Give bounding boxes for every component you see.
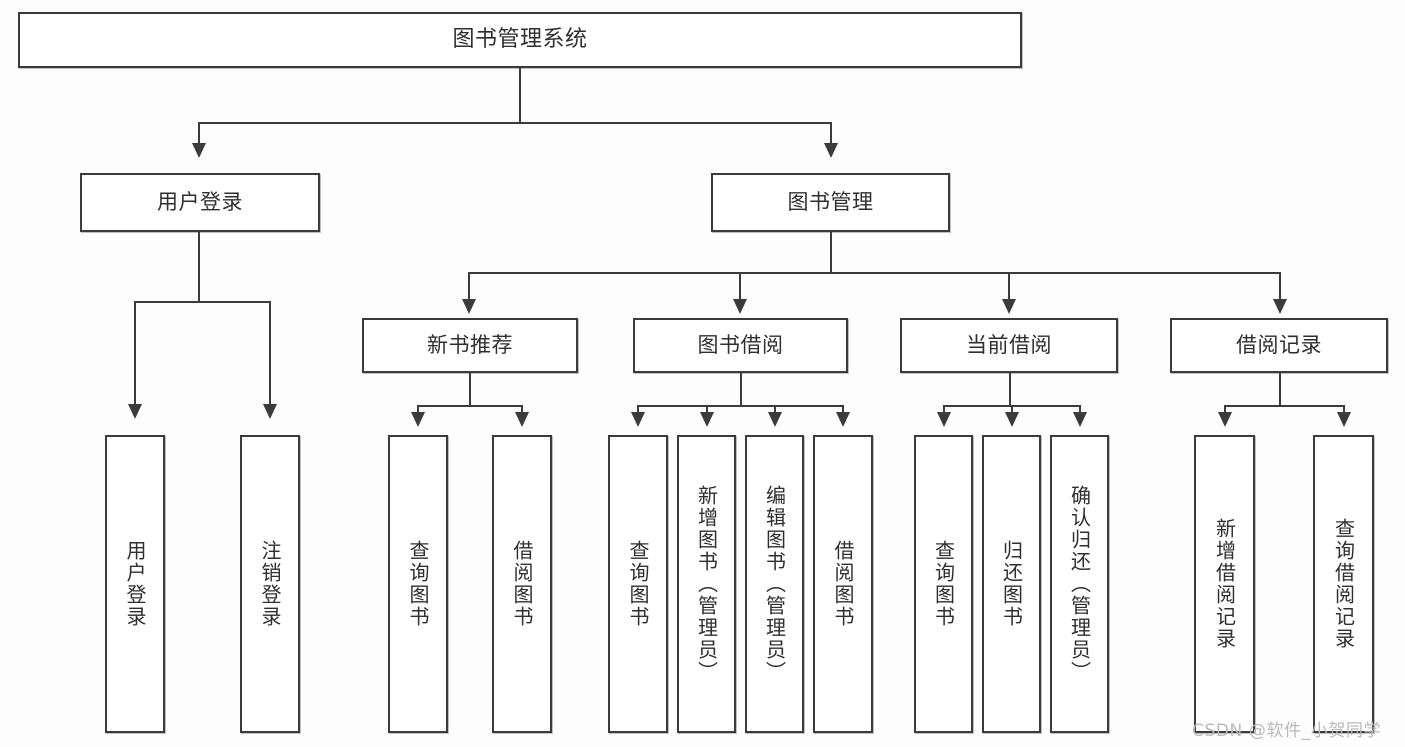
- connector-bm-drop-3: [1008, 272, 1010, 300]
- leaf-logout[interactable]: 注销登录: [240, 435, 300, 733]
- arrowhead-to-book-borrow: [733, 299, 747, 314]
- node-label: 新增借阅记录: [1212, 518, 1237, 650]
- leaf-bb-query-book[interactable]: 查询图书: [608, 435, 668, 733]
- connector-root-stem: [519, 68, 521, 123]
- connector-book-manage-stem: [830, 232, 832, 273]
- leaf-cb-confirm-return[interactable]: 确认归还（管理员）: [1050, 435, 1109, 733]
- arrowhead-to-leaf-br-2: [1337, 412, 1351, 427]
- arrowhead-to-leaf-br-1: [1218, 412, 1232, 427]
- node-label: 新增图书（管理员）: [694, 485, 719, 683]
- arrowhead-to-leaf-cb-3: [1073, 412, 1087, 427]
- connector-br-drop-1: [1224, 405, 1226, 413]
- leaf-br-query-record[interactable]: 查询借阅记录: [1313, 435, 1374, 733]
- node-label: 查询借阅记录: [1331, 518, 1356, 650]
- node-label: 归还图书: [999, 540, 1024, 628]
- connector-bm-drop-1: [468, 272, 470, 300]
- leaf-user-login[interactable]: 用户登录: [105, 435, 165, 733]
- connector-bb-drop-3: [774, 405, 776, 413]
- connector-nbr-drop-1: [417, 405, 419, 413]
- arrowhead-to-leaf-logout: [263, 404, 277, 419]
- connector-root-bus: [198, 122, 830, 124]
- connector-bm-drop-4: [1279, 272, 1281, 300]
- connector-br-stem: [1279, 373, 1281, 406]
- arrowhead-to-leaf-bb-2: [700, 412, 714, 427]
- connector-nbr-bus: [417, 405, 521, 407]
- connector-cb-drop-1: [943, 405, 945, 413]
- leaf-cb-query-book[interactable]: 查询图书: [914, 435, 973, 733]
- leaf-br-add-record[interactable]: 新增借阅记录: [1194, 435, 1255, 733]
- arrowhead-to-book-manage: [824, 143, 838, 158]
- connector-br-bus: [1224, 405, 1343, 407]
- connector-bm-drop-2: [739, 272, 741, 300]
- connector-cb-drop-2: [1011, 405, 1013, 413]
- connector-nbr-stem: [469, 373, 471, 406]
- connector-bb-bus: [637, 405, 842, 407]
- node-label: 编辑图书（管理员）: [762, 485, 787, 683]
- arrowhead-to-new-book-recommend: [462, 299, 476, 314]
- arrowhead-to-leaf-bb-3: [768, 412, 782, 427]
- arrowhead-to-leaf-user-login: [128, 404, 142, 419]
- leaf-nbr-query-book[interactable]: 查询图书: [388, 435, 448, 733]
- leaf-cb-return-book[interactable]: 归还图书: [982, 435, 1041, 733]
- arrowhead-to-leaf-nbr-1: [411, 412, 425, 427]
- node-user-login[interactable]: 用户登录: [80, 173, 320, 232]
- arrowhead-to-leaf-cb-1: [937, 412, 951, 427]
- node-label: 当前借阅: [966, 333, 1052, 358]
- connector-bb-stem: [740, 373, 742, 406]
- node-book-borrow[interactable]: 图书借阅: [633, 318, 848, 373]
- arrowhead-to-leaf-nbr-2: [515, 412, 529, 427]
- node-label: 图书管理: [787, 190, 874, 215]
- node-new-book-recommend[interactable]: 新书推荐: [362, 318, 578, 373]
- arrowhead-to-leaf-cb-2: [1005, 412, 1019, 427]
- node-label: 查询图书: [626, 540, 650, 628]
- node-label: 查询图书: [931, 540, 956, 628]
- node-label: 查询图书: [406, 540, 430, 628]
- arrowhead-to-current-borrow: [1002, 299, 1016, 314]
- node-label: 用户登录: [157, 190, 243, 215]
- connector-root-drop-left: [198, 122, 200, 144]
- node-label: 借阅图书: [510, 540, 534, 628]
- connector-root-drop-right: [830, 122, 832, 144]
- arrowhead-to-borrow-record: [1273, 299, 1287, 314]
- node-label: 新书推荐: [427, 333, 513, 358]
- arrowhead-to-user-login: [192, 143, 206, 158]
- connector-nbr-drop-2: [521, 405, 523, 413]
- node-label: 注销登录: [258, 540, 282, 628]
- connector-user-login-stem: [198, 232, 200, 302]
- connector-br-drop-2: [1343, 405, 1345, 413]
- node-label: 借阅图书: [831, 540, 855, 628]
- arrowhead-to-leaf-bb-4: [836, 412, 850, 427]
- leaf-bb-edit-book[interactable]: 编辑图书（管理员）: [745, 435, 804, 733]
- node-label: 确认归还（管理员）: [1067, 485, 1092, 683]
- connector-bb-drop-4: [842, 405, 844, 413]
- connector-bb-drop-2: [706, 405, 708, 413]
- node-label: 用户登录: [123, 540, 147, 628]
- node-current-borrow[interactable]: 当前借阅: [900, 318, 1118, 373]
- node-label: 借阅记录: [1236, 333, 1322, 358]
- node-book-management[interactable]: 图书管理: [711, 173, 950, 232]
- node-label: 图书借阅: [697, 333, 784, 358]
- leaf-nbr-borrow-book[interactable]: 借阅图书: [492, 435, 552, 733]
- connector-bb-drop-1: [637, 405, 639, 413]
- node-root-system[interactable]: 图书管理系统: [18, 12, 1022, 68]
- connector-cb-stem: [1009, 373, 1011, 406]
- connector-user-login-drop-2: [269, 301, 271, 405]
- connector-cb-drop-3: [1079, 405, 1081, 413]
- leaf-bb-add-book[interactable]: 新增图书（管理员）: [677, 435, 736, 733]
- connector-user-login-bus: [134, 301, 269, 303]
- node-borrow-record[interactable]: 借阅记录: [1170, 318, 1388, 373]
- connector-book-manage-bus: [468, 272, 1279, 274]
- arrowhead-to-leaf-bb-1: [631, 412, 645, 427]
- connector-user-login-drop-1: [134, 301, 136, 405]
- node-label: 图书管理系统: [452, 27, 588, 53]
- leaf-bb-borrow-book[interactable]: 借阅图书: [813, 435, 873, 733]
